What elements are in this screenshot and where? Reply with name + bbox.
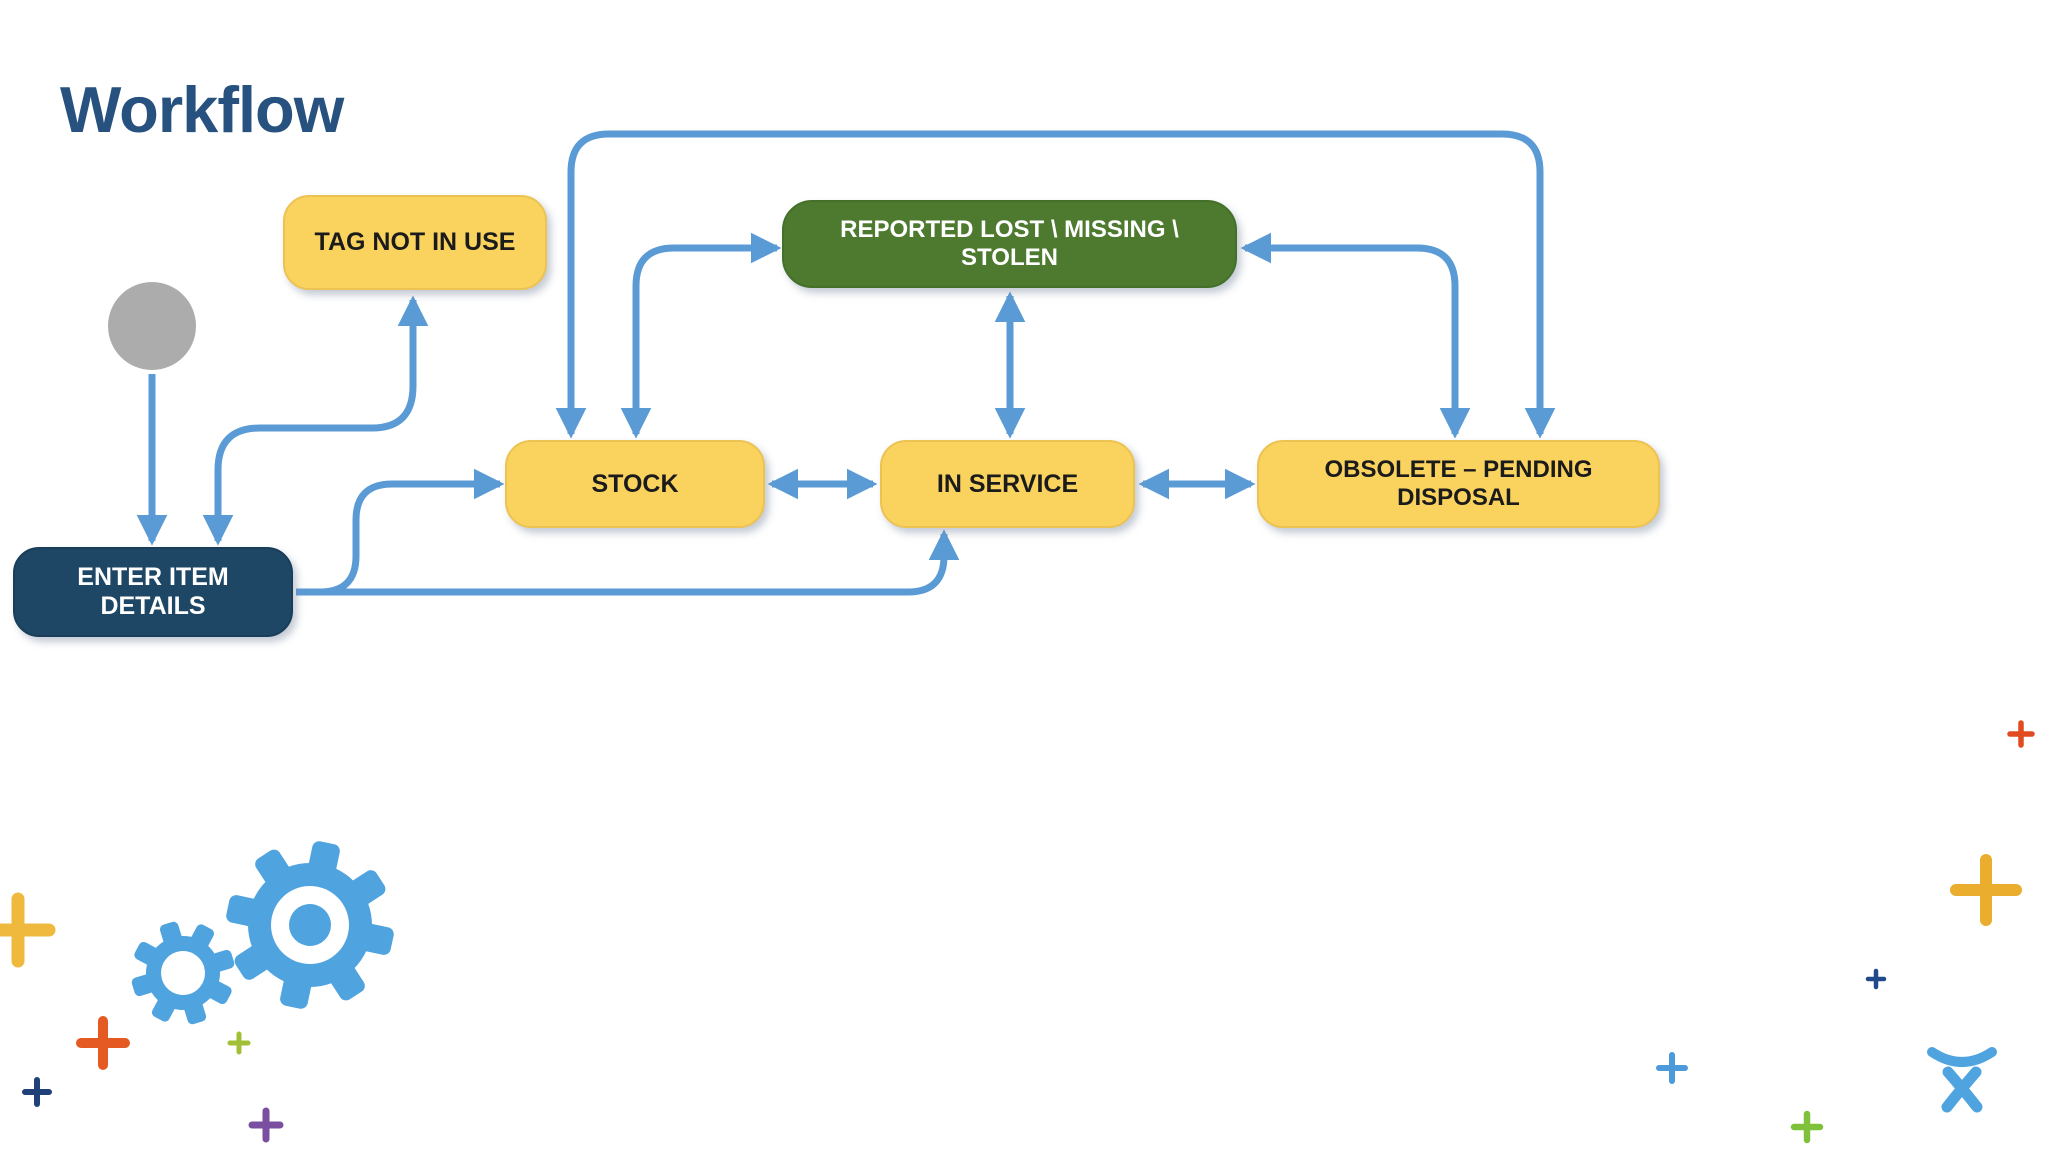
plus-icon-orange-left [76,1016,130,1070]
node-label: IN SERVICE [936,469,1079,498]
node-label: REPORTED LOST \ MISSING \ STOLEN [840,216,1179,271]
node-tag-not-in-use: TAG NOT IN USE [283,195,547,290]
plus-icon-navy-left [22,1077,52,1107]
gear-icon-small [131,921,235,1025]
edge-stock-obsolete-top-loop [555,130,1556,439]
atlassian-logo-icon [1927,1047,1997,1113]
plus-icon-purple-left [248,1107,284,1143]
edge-enter-to-stock [296,468,505,596]
gear-icon-large [226,841,394,1009]
edge-enter-to-tag [202,295,429,546]
plus-icon-green-right [1790,1110,1824,1144]
node-obsolete-pending-disposal: OBSOLETE – PENDING DISPOSAL [1257,440,1660,528]
node-label: OBSOLETE – PENDING DISPOSAL [1324,456,1593,511]
node-stock: STOCK [505,440,765,528]
plus-icon-red-right [2007,720,2035,748]
node-label: STOCK [591,469,679,498]
start-node-circle [108,282,196,370]
node-reported-lost-missing-stolen: REPORTED LOST \ MISSING \ STOLEN [782,200,1237,288]
edge-reported-obsolete [1240,232,1471,439]
plus-icon-navy-right [1865,968,1887,990]
edge-stock-reported [620,232,782,439]
plus-icon-blue-right [1656,1052,1688,1084]
plus-icon-yellow-left [0,892,56,968]
plus-icon-green-left [227,1031,251,1055]
node-enter-item-details: ENTER ITEM DETAILS [13,547,293,637]
page-title: Workflow [60,73,344,146]
node-label: ENTER ITEM DETAILS [77,563,229,620]
plus-icon-gold-right [1950,854,2022,926]
node-in-service: IN SERVICE [880,440,1135,528]
edge-enter-to-in-service [296,529,960,596]
node-label: TAG NOT IN USE [314,228,516,256]
